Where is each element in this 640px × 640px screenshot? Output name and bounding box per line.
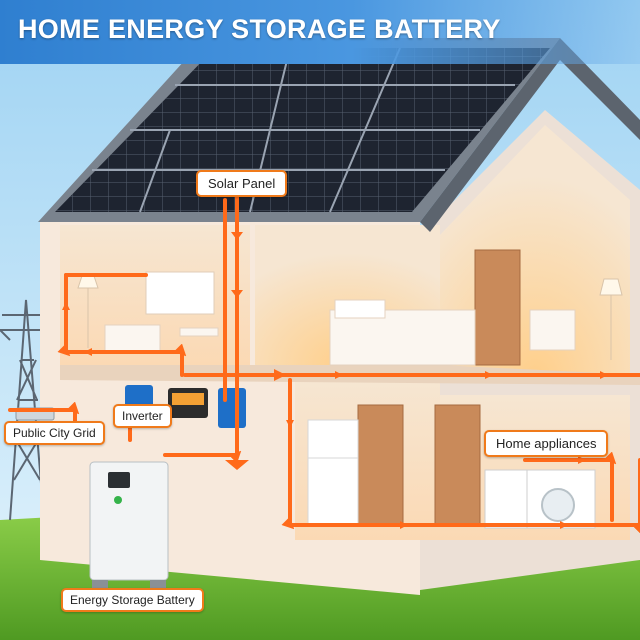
page-title: HOME ENERGY STORAGE BATTERY (18, 14, 501, 44)
sofa-icon (104, 324, 161, 354)
table-icon (179, 327, 219, 337)
inverter-icon (218, 388, 246, 428)
bedroom-door (474, 249, 521, 366)
kitchen-door-right (434, 404, 481, 526)
kitchen-door-left (357, 404, 404, 526)
inverter-label: Inverter (113, 404, 172, 428)
solar-panel-label: Solar Panel (196, 170, 288, 197)
energy-storage-battery-icon (89, 461, 169, 590)
tv-icon (145, 271, 215, 315)
dryer-icon (484, 469, 528, 529)
bed-icon (329, 309, 476, 366)
roof-edge (420, 38, 640, 232)
refrigerator-icon (307, 419, 359, 526)
title-banner (0, 0, 640, 64)
public-city-grid-label: Public City Grid (4, 421, 105, 445)
home-appliances-label: Home appliances (484, 430, 609, 457)
armchair-icon (529, 309, 576, 351)
energy-storage-battery-label: Energy Storage Battery (61, 588, 204, 612)
bedroom-lamp-icon (599, 278, 623, 360)
